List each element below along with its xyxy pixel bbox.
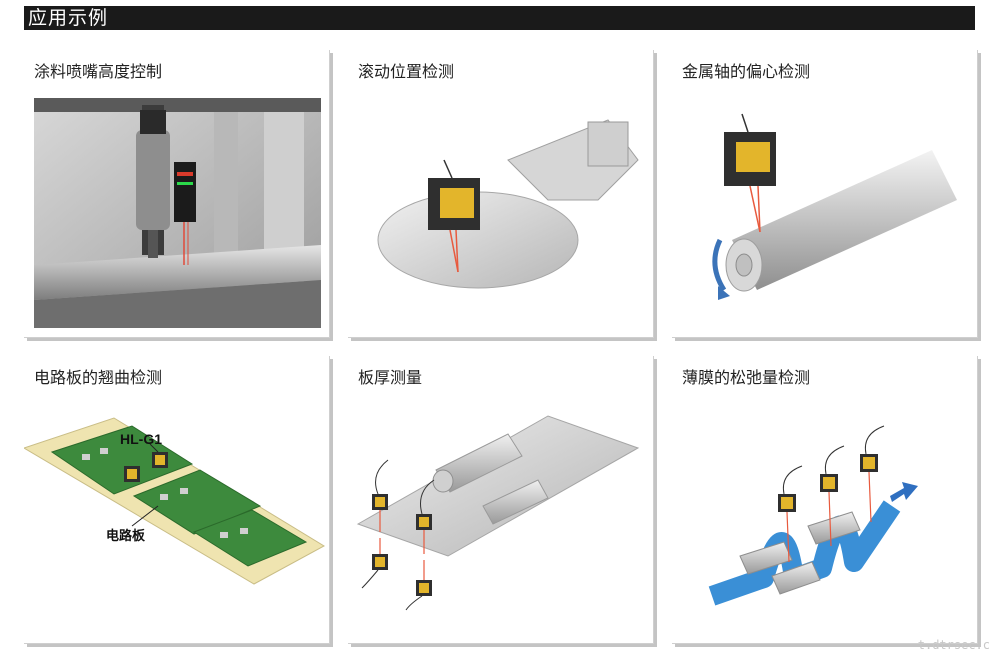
section-title: 应用示例 [28,7,109,29]
sensor-model-label: HL-G1 [120,431,162,447]
nozzle-height-illustration [34,98,321,328]
application-card-rolling-position: 滚动位置检测 [348,50,654,338]
card-title: 电路板的翘曲检测 [34,368,163,387]
rolling-position-illustration [377,119,639,289]
section-header: 应用示例 [24,6,975,30]
pcb-warpage-illustration: HL-G1 电路板 [24,417,326,585]
plate-thickness-illustration [356,415,640,611]
film-slack-illustration [708,425,918,606]
card-title: 涂料喷嘴高度控制 [34,62,163,81]
shaft-eccentricity-illustration [712,113,957,300]
application-card-film-slack: 薄膜的松弛量检测 [672,356,978,644]
card-title: 金属轴的偏心检测 [682,62,811,81]
application-card-plate-thickness: 板厚测量 [348,356,654,644]
card-title: 薄膜的松弛量检测 [682,368,811,387]
circuit-board-label: 电路板 [106,528,146,543]
card-title: 滚动位置检测 [358,62,455,81]
application-card-shaft-eccentricity: 金属轴的偏心检测 [672,50,978,338]
card-title: 板厚测量 [358,368,423,387]
application-card-nozzle-height: 涂料喷嘴高度控制 [24,50,330,338]
watermark-text: t.dtrsec.c [917,638,990,652]
application-card-pcb-warpage: 电路板的翘曲检测 HL-G1 电路板 [24,356,330,644]
